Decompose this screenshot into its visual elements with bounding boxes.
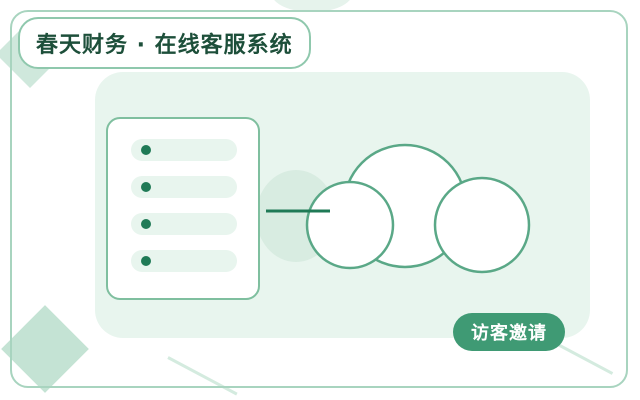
invite-visitor-label: 访客邀请 [471, 323, 547, 344]
bullet-dot-icon [141, 256, 151, 266]
bullet-dot-icon [141, 145, 151, 155]
cloud-puff-right [433, 176, 531, 274]
outer-frame [10, 10, 628, 388]
decorative-blob-top [272, 0, 352, 12]
list-card-icon [106, 117, 260, 300]
list-item [131, 213, 237, 235]
list-item [131, 250, 237, 272]
page-title: 春天财务 · 在线客服系统 [18, 17, 311, 69]
list-item [131, 176, 237, 198]
cloud-puff-left [305, 180, 395, 270]
bullet-dot-icon [141, 219, 151, 229]
bullet-dot-icon [141, 182, 151, 192]
page-title-text: 春天财务 · 在线客服系统 [36, 33, 293, 58]
list-item [131, 139, 237, 161]
invite-visitor-button[interactable]: 访客邀请 [453, 313, 565, 351]
